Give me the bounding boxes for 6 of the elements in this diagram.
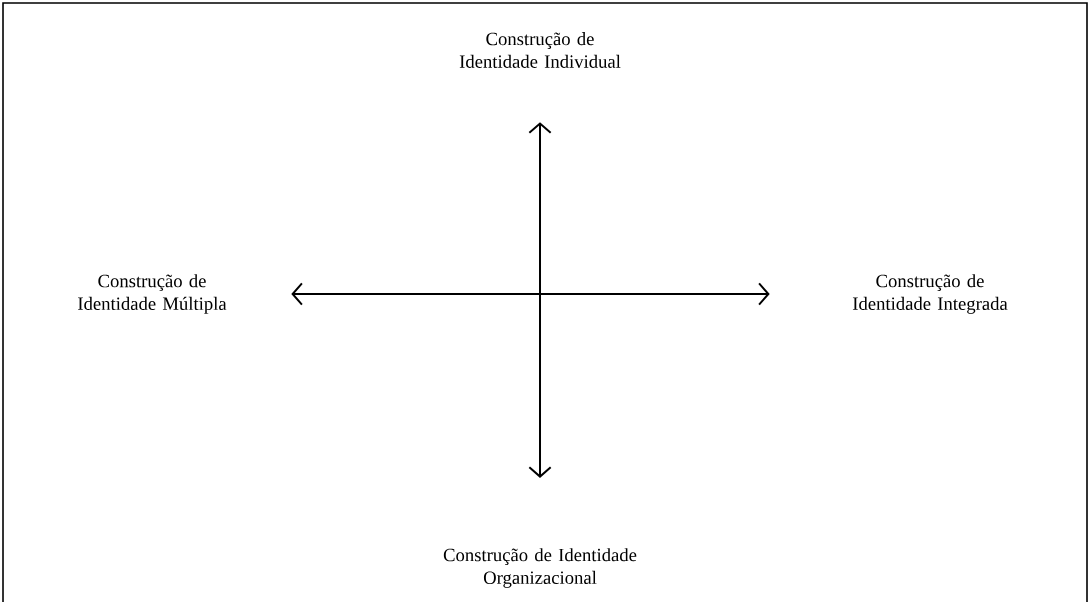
double-arrow	[528, 122, 552, 478]
double-arrow	[291, 282, 770, 306]
axis-label: Construção de Identidade Múltipla	[78, 274, 227, 314]
axis-label: Construção de Identidade Individual	[459, 32, 621, 68]
axis-label: Construção de Identidade Organizacional	[443, 548, 637, 588]
axis-label: Construção de Identidade Integrada	[852, 274, 1008, 314]
